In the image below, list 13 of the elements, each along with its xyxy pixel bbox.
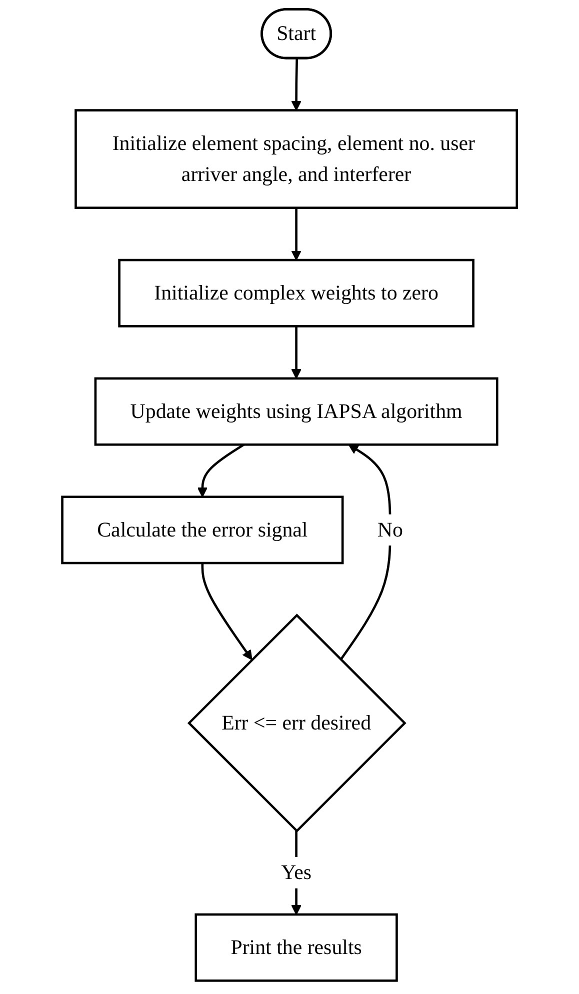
node-box: Print the results — [194, 913, 398, 982]
node-box: Initialize element spacing, element no. user arriver angle, and interferer — [74, 109, 518, 209]
arrow — [291, 58, 302, 111]
arrow — [197, 444, 244, 498]
node-diamond: Err <= err desired — [187, 614, 406, 833]
arrow — [291, 208, 302, 260]
arrow — [201, 563, 252, 660]
arrow — [291, 326, 302, 379]
node-box: Calculate the error signal — [61, 496, 344, 564]
node-box: Initialize complex weights to zero — [118, 258, 474, 328]
edge-label: Yes — [281, 860, 312, 884]
edge-label: No — [377, 518, 403, 541]
node-box: Update weights using IAPSA algorithm — [94, 377, 498, 446]
